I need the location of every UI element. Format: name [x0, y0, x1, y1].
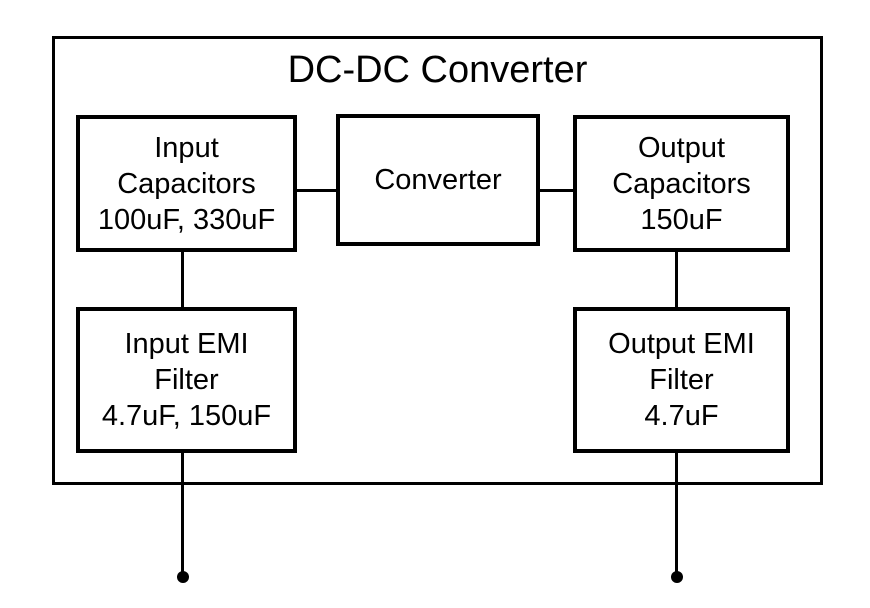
block-output-emi-filter: Output EMI Filter 4.7uF [573, 307, 790, 453]
block-input-capacitors-line1: Input [154, 131, 219, 164]
block-converter: Converter [336, 114, 540, 246]
block-input-emi-filter-line1: Input EMI [124, 328, 249, 360]
block-input-capacitors: Input Capacitors 100uF, 330uF [76, 115, 297, 252]
block-output-capacitors: Output Capacitors 150uF [573, 115, 790, 252]
wire-converter-to-output-capacitors [540, 189, 573, 192]
block-output-capacitors-line2: Capacitors [612, 167, 751, 200]
wire-input-emi-filter-to-input-terminal [181, 453, 184, 574]
block-input-emi-filter-line2: Filter [154, 364, 219, 396]
block-output-capacitors-line1: Output [637, 131, 726, 164]
block-output-emi-filter-line1: Output EMI [608, 328, 755, 360]
wire-output-emi-filter-to-output-terminal [675, 453, 678, 574]
block-input-emi-filter: Input EMI Filter 4.7uF, 150uF [76, 307, 297, 453]
block-input-emi-filter-line3: 4.7uF, 150uF [101, 400, 272, 432]
output-terminal-dot [671, 571, 683, 583]
block-output-emi-filter-line2: Filter [649, 364, 714, 396]
wire-input-capacitors-to-converter [297, 189, 336, 192]
block-input-capacitors-line2: Capacitors [117, 167, 256, 200]
block-output-capacitors-line3: 150uF [640, 203, 723, 236]
block-converter-line1: Converter [374, 164, 502, 196]
wire-input-capacitors-to-input-emi-filter [181, 252, 184, 307]
diagram-title: DC-DC Converter [287, 49, 588, 91]
wire-output-capacitors-to-output-emi-filter [675, 252, 678, 307]
input-terminal-dot [177, 571, 189, 583]
block-output-emi-filter-line3: 4.7uF [644, 400, 719, 432]
block-input-capacitors-line3: 100uF, 330uF [97, 203, 276, 236]
